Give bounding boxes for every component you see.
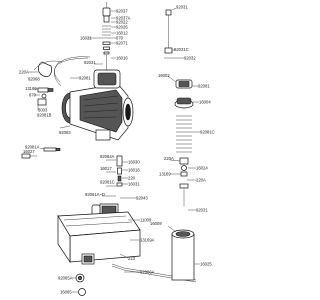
label-92081A: 92081A <box>25 145 40 150</box>
label-92081C: 92081C <box>100 180 115 185</box>
label-92037: 92037 <box>116 9 128 14</box>
leaders-body <box>59 77 79 129</box>
label-92065A: 92065A <box>58 276 73 281</box>
label-16031: 16031 <box>128 182 140 187</box>
label-220A-top: 220A <box>19 70 29 75</box>
label-13169-right: 13169 <box>159 172 171 177</box>
label-92032: 92032 <box>184 56 196 61</box>
choke-cap <box>167 75 198 89</box>
label-670-left: 670 <box>29 93 37 98</box>
label-92031-right: 92031 <box>196 208 208 213</box>
label-220: 220 <box>128 176 136 181</box>
label-16016-mid: 16016 <box>128 168 140 173</box>
choke-screw <box>179 183 196 211</box>
choke-plunger-set <box>169 157 196 181</box>
throttle-cable-cap <box>102 2 111 23</box>
label-92022: 92022 <box>116 20 128 25</box>
label-16021-top: 16021 <box>80 36 92 41</box>
label-92081-right: 92081 <box>198 84 210 89</box>
carburetor-exploded-diagram: 92037 92037A 92022 92026 16012 670 92071… <box>19 2 215 296</box>
fuel-cylinder <box>167 225 200 281</box>
label-92026: 92026 <box>116 25 128 30</box>
hose-assembly <box>28 56 91 87</box>
label-92031C: 92031C <box>174 47 189 52</box>
label-16012: 16012 <box>116 31 128 36</box>
label-13169A: 13169A <box>140 238 155 243</box>
carburetor-body <box>61 69 134 141</box>
label-11009: 11009 <box>140 218 152 223</box>
label-92081: 92081 <box>79 76 91 81</box>
label-16009: 16009 <box>150 221 162 226</box>
leaders-bowl <box>119 219 140 273</box>
jet-needle-parts <box>102 41 111 70</box>
label-92081C-right: 92081C <box>200 130 215 135</box>
float-valve-screw <box>21 153 37 159</box>
label-92071: 92071 <box>116 41 128 46</box>
cable-adjuster <box>164 7 184 59</box>
float-bowl <box>57 211 141 265</box>
drain-plug <box>72 273 86 296</box>
label-16065: 16065 <box>60 290 72 295</box>
label-16016: 16016 <box>116 56 128 61</box>
label-6003: 6003 <box>38 108 48 113</box>
label-16025: 16025 <box>200 262 212 267</box>
pilot-screw <box>39 147 61 152</box>
label-16002: 16002 <box>158 73 170 78</box>
label-16024: 16024 <box>196 166 208 171</box>
label-220A-mid: 220A <box>164 156 174 161</box>
idle-screw-left <box>34 87 54 99</box>
choke-spring <box>176 115 200 153</box>
throttle-spring <box>102 25 111 39</box>
label-92037A: 92037A <box>116 16 131 21</box>
label-223: 223 <box>128 256 136 261</box>
label-92061A-D: 92061A~D <box>85 192 105 197</box>
label-92031-near: 92031 <box>84 60 96 65</box>
label-670-top: 670 <box>116 36 124 41</box>
label-16017: 16017 <box>100 166 112 171</box>
label-16027: 16027 <box>23 149 35 154</box>
label-92064A: 92064A <box>100 154 115 159</box>
choke-knob <box>174 97 199 109</box>
label-92031-top-right: 92031 <box>176 5 188 10</box>
label-92068: 92068 <box>28 77 40 82</box>
label-16030: 16030 <box>128 160 140 165</box>
label-92043: 92043 <box>136 196 148 201</box>
needle-jet-assembly <box>102 155 128 197</box>
label-92081B: 92081B <box>37 113 52 118</box>
label-13169-left: 13169 <box>25 86 37 91</box>
throttle-stop-screw <box>37 98 47 110</box>
label-16004: 16004 <box>199 100 211 105</box>
label-220A-right: 220A <box>196 178 206 183</box>
leaders-top-center <box>88 10 116 65</box>
label-92063: 92063 <box>59 130 71 135</box>
